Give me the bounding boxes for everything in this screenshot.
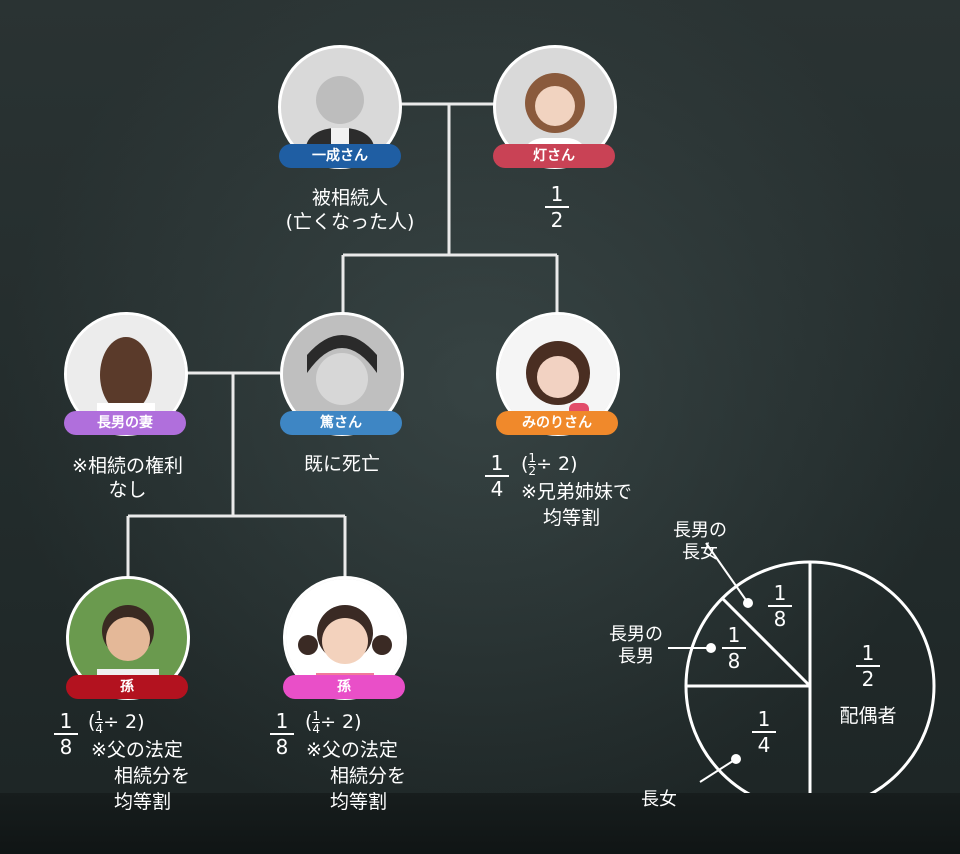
- note-granddaughter-line3: 均等割: [330, 791, 388, 813]
- note-grandson-line1: ※父の法定: [91, 739, 183, 761]
- note-granddaughter-line1: ※父の法定: [306, 739, 398, 761]
- name-badge-akari: 灯さん: [493, 144, 615, 168]
- pie-callout-eldest-son-daughter: 長男の 長女: [673, 520, 727, 563]
- pie-callout-eldest-daughter: 長女: [641, 789, 677, 810]
- pie-callout-eldest-son-son: 長男の 長男: [609, 624, 663, 667]
- name-badge-kazunari: 一成さん: [279, 144, 401, 168]
- name-badge-minori: みのりさん: [496, 411, 618, 435]
- note-minori-line2: 均等割: [543, 507, 601, 529]
- note-minori-line1: ※兄弟姉妹で: [521, 481, 632, 503]
- name-badge-grandson: 孫: [66, 675, 188, 699]
- note-granddaughter-line2: 相続分を: [330, 765, 407, 787]
- note-already-deceased: 既に死亡: [303, 453, 380, 475]
- note-grandson-line3: 均等割: [114, 791, 172, 813]
- label-decedent: 被相続人 (亡くなった人): [285, 187, 415, 233]
- name-badge-atsushi: 篤さん: [280, 411, 402, 435]
- chalkboard-ledge: [0, 793, 960, 854]
- name-badge-eldest-son-wife: 長男の妻: [64, 411, 186, 435]
- note-grandson-line2: 相続分を: [114, 765, 191, 787]
- pie-label-spouse: 配偶者: [839, 705, 897, 727]
- name-badge-granddaughter: 孫: [283, 675, 405, 699]
- note-no-inheritance-right: ※相続の権利 なし: [72, 455, 183, 501]
